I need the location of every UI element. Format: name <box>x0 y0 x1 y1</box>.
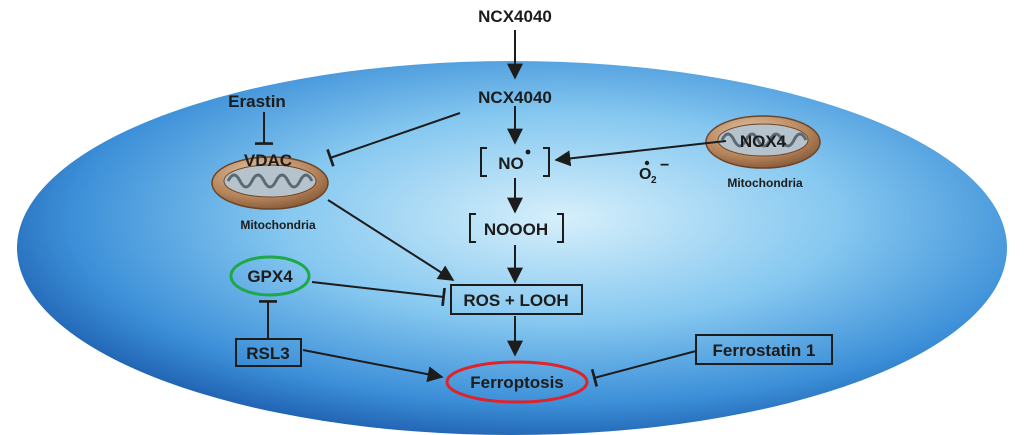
svg-text:2: 2 <box>651 175 657 186</box>
noooh-node: NOOOH <box>469 213 564 243</box>
ncx4040-external-label: NCX4040 <box>478 7 552 26</box>
svg-text:O: O <box>639 166 651 183</box>
vdac-label: VDAC <box>244 151 292 170</box>
ferroptosis-node: Ferroptosis <box>445 360 589 404</box>
svg-text:−: − <box>660 157 669 174</box>
arrow-nox4-to-no <box>554 140 727 167</box>
inhibit-ferrostatin-to-ferroptosis <box>590 350 697 387</box>
rsl3-node: RSL3 <box>235 338 302 367</box>
arrow-mito-to-ros <box>327 199 455 281</box>
ros-looh-node: ROS + LOOH <box>450 284 583 315</box>
svg-text:ROS + LOOH: ROS + LOOH <box>463 291 568 310</box>
mitochondrion-icon <box>211 156 329 210</box>
gpx4-node: GPX4 <box>229 255 311 297</box>
superoxide-label: O 2 − <box>639 157 669 186</box>
svg-text:RSL3: RSL3 <box>246 344 289 363</box>
svg-text:Ferroptosis: Ferroptosis <box>470 373 564 392</box>
nitric-oxide-radical: NO <box>480 147 550 177</box>
arrow-rsl3-to-ferroptosis <box>302 349 444 383</box>
svg-text:GPX4: GPX4 <box>247 267 293 286</box>
ferrostatin-node: Ferrostatin 1 <box>695 334 833 365</box>
inhibit-gpx4-to-ros <box>311 281 446 307</box>
mitochondria-right-label: Mitochondria <box>727 176 803 190</box>
erastin-label: Erastin <box>228 92 286 111</box>
inhibit-ncx-to-vdac <box>326 112 461 167</box>
svg-text:NOOOH: NOOOH <box>484 220 548 239</box>
ncx4040-internal-label: NCX4040 <box>478 88 552 107</box>
nox4-label: NOX4 <box>740 132 787 151</box>
svg-text:Ferrostatin 1: Ferrostatin 1 <box>713 341 816 360</box>
mitochondrion-icon <box>705 115 821 169</box>
mitochondria-left-label: Mitochondria <box>240 218 316 232</box>
svg-text:NO: NO <box>498 154 524 173</box>
